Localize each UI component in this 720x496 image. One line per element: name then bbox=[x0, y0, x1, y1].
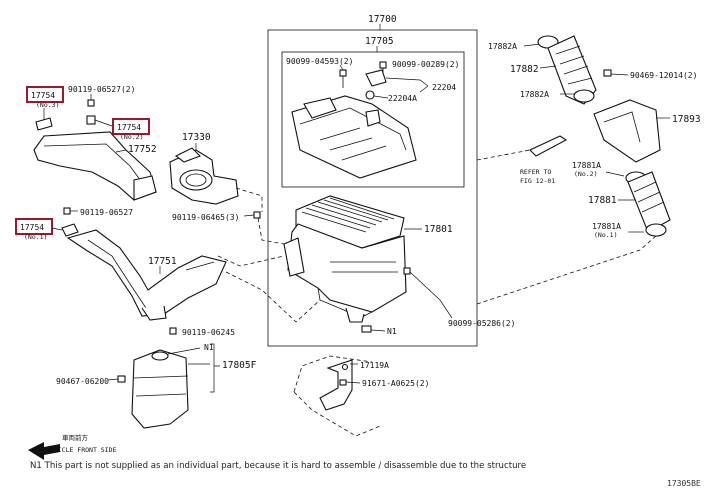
label-90469[interactable]: 90469-12014(2) bbox=[630, 71, 697, 80]
clip-n1-box bbox=[361, 325, 372, 333]
label-17754-no2[interactable]: 17754 bbox=[117, 123, 141, 132]
label-17893[interactable]: 17893 bbox=[672, 114, 701, 125]
label-17754-no3[interactable]: 17754 bbox=[31, 91, 55, 100]
hose-clamp-17881A-bot bbox=[645, 223, 667, 237]
screw-90099-05286 bbox=[403, 267, 411, 275]
label-90099-04593[interactable]: 90099-04593(2) bbox=[286, 57, 353, 66]
highlight-17754-no2 bbox=[112, 118, 150, 135]
label-n1-tank[interactable]: N1 bbox=[204, 343, 214, 352]
air-flow-sensor-22204 bbox=[365, 69, 387, 100]
vacuum-pipe bbox=[529, 135, 568, 157]
resonator-17893 bbox=[593, 99, 661, 163]
bolt-90119-06527-2 bbox=[87, 99, 95, 107]
label-17801[interactable]: 17801 bbox=[424, 224, 453, 235]
label-91671[interactable]: 91671-A0625(2) bbox=[362, 379, 429, 388]
label-17881A-top-sub[interactable]: (No.2) bbox=[574, 170, 597, 178]
bolt-90467-06200 bbox=[117, 375, 126, 383]
label-front-cn[interactable]: 車両前方 bbox=[62, 433, 89, 442]
air-cleaner-cap bbox=[291, 95, 417, 179]
label-17752[interactable]: 17752 bbox=[128, 144, 157, 155]
clip-17754-no1 bbox=[61, 223, 79, 237]
label-front-en[interactable]: VEHICLE FRONT SIDE bbox=[46, 446, 117, 454]
label-refer-fig[interactable]: FIG 12-01 bbox=[520, 177, 555, 185]
bolt-90469 bbox=[603, 69, 612, 77]
label-17705[interactable]: 17705 bbox=[365, 36, 394, 47]
label-17881A-top[interactable]: 17881A bbox=[572, 161, 601, 170]
label-17751[interactable]: 17751 bbox=[148, 256, 177, 267]
clip-17754-no3 bbox=[35, 117, 53, 131]
label-17754-no2-sub[interactable]: (No.2) bbox=[120, 133, 143, 141]
assembly-box-17705 bbox=[281, 51, 465, 188]
label-17754-no3-sub[interactable]: (No.3) bbox=[36, 101, 59, 109]
label-17805F[interactable]: 17805F bbox=[222, 360, 257, 371]
label-refer-to[interactable]: REFER TO bbox=[520, 168, 551, 176]
bolt-91671 bbox=[339, 379, 347, 386]
label-17330[interactable]: 17330 bbox=[182, 132, 211, 143]
label-90099-05286[interactable]: 90099-05286(2) bbox=[448, 319, 515, 328]
throttle-body-17330 bbox=[169, 147, 239, 205]
label-17119A[interactable]: 17119A bbox=[360, 361, 389, 370]
highlight-17754-no3 bbox=[26, 86, 64, 103]
air-hose-17881 bbox=[627, 171, 671, 233]
label-17754-no1-sub[interactable]: (No.1) bbox=[24, 233, 47, 241]
bolt-90119-06527 bbox=[63, 207, 71, 215]
label-90119-06527[interactable]: 90119-06527 bbox=[80, 208, 133, 217]
clip-17754-no2 bbox=[86, 115, 96, 125]
label-22204[interactable]: 22204 bbox=[432, 83, 456, 92]
label-n1-box[interactable]: N1 bbox=[387, 327, 397, 336]
bracket-17119A bbox=[319, 359, 353, 411]
label-17881A-bot-sub[interactable]: (No.1) bbox=[594, 231, 617, 239]
label-17882A-top[interactable]: 17882A bbox=[488, 42, 517, 51]
label-17754-no1[interactable]: 17754 bbox=[20, 223, 44, 232]
intake-duct-17752 bbox=[33, 131, 157, 201]
footnote-n1: N1 This part is not supplied as an indiv… bbox=[30, 461, 527, 471]
assembly-box-17700 bbox=[267, 29, 478, 347]
label-17881A-bot[interactable]: 17881A bbox=[592, 222, 621, 231]
label-90119-06465[interactable]: 90119-06465(3) bbox=[172, 213, 239, 222]
air-duct-17751 bbox=[66, 229, 227, 321]
label-17882A-mid[interactable]: 17882A bbox=[520, 90, 549, 99]
vehicle-front-arrow-icon bbox=[28, 442, 60, 460]
air-cleaner-case bbox=[283, 223, 407, 323]
hose-clamp-17882A-mid bbox=[573, 89, 595, 103]
bolt-90119-06245 bbox=[169, 327, 177, 335]
label-22204A[interactable]: 22204A bbox=[388, 94, 417, 103]
label-90099-00289[interactable]: 90099-00289(2) bbox=[392, 60, 459, 69]
screw-90099-04593 bbox=[339, 69, 347, 88]
label-90467-06200[interactable]: 90467-06200 bbox=[56, 377, 109, 386]
label-90119-06245[interactable]: 90119-06245 bbox=[182, 328, 235, 337]
label-90119-06527-2[interactable]: 90119-06527(2) bbox=[68, 85, 135, 94]
label-17882[interactable]: 17882 bbox=[510, 64, 539, 75]
label-17700[interactable]: 17700 bbox=[368, 14, 397, 25]
highlight-17754-no1 bbox=[15, 218, 53, 235]
label-17881[interactable]: 17881 bbox=[588, 195, 617, 206]
resonator-tank-17805F bbox=[131, 349, 189, 429]
catalog-id: 17305BE bbox=[667, 479, 701, 488]
bolt-90119-06465 bbox=[253, 211, 261, 219]
